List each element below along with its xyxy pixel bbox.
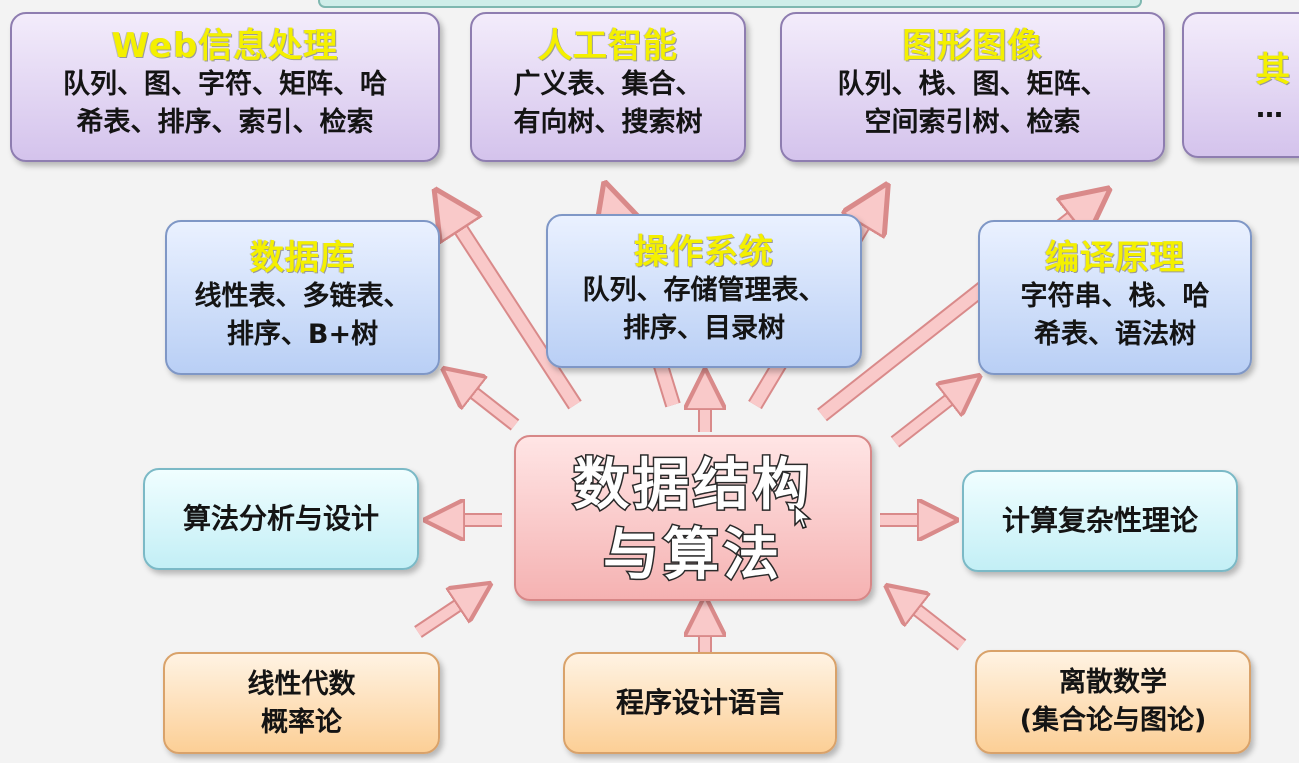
box-complexity-theory: 计算复杂性理论 [962, 470, 1238, 572]
box-line: 线性代数 [247, 669, 356, 700]
mouse-cursor-icon [794, 505, 812, 529]
box-ai: 人工智能 广义表、集合、 有向树、搜索树 [470, 12, 746, 162]
box-line: 离散数学 [1059, 667, 1167, 698]
box-line: 空间索引树、检索 [864, 107, 1081, 138]
box-programming-language: 程序设计语言 [563, 652, 837, 754]
box-line: 队列、存储管理表、 [582, 275, 826, 306]
box-title: 其 [1256, 50, 1291, 90]
center-title-line2: 与算法 [602, 522, 783, 590]
arrow-from-discrete-math [898, 595, 967, 651]
box-line: 排序、目录树 [623, 313, 785, 344]
box-line: 概率论 [261, 707, 342, 738]
box-line: 有向树、搜索树 [513, 107, 703, 138]
box-web-processing: Web信息处理 队列、图、字符、矩阵、哈 希表、排序、索引、检索 [10, 12, 440, 162]
box-database: 数据库 线性表、多链表、 排序、B+树 [165, 220, 440, 375]
box-graphics: 图形图像 队列、栈、图、矩阵、 空间索引树、检索 [780, 12, 1165, 162]
box-compiler: 编译原理 字符串、栈、哈 希表、语法树 [978, 220, 1252, 375]
box-title: 数据库 [250, 238, 355, 278]
box-title: Web信息处理 [111, 26, 339, 66]
box-other: 其 … [1182, 12, 1299, 158]
box-linear-algebra: 线性代数 概率论 [163, 652, 440, 754]
box-title: 人工智能 [538, 26, 678, 66]
box-line: 希表、语法树 [1034, 319, 1196, 350]
box-label: 程序设计语言 [615, 686, 784, 719]
box-line: 队列、栈、图、矩阵、 [837, 69, 1108, 100]
arrow-to-database [455, 378, 520, 431]
box-line: 希表、排序、索引、检索 [76, 107, 374, 138]
box-line: 字符串、栈、哈 [1020, 281, 1210, 312]
box-label: 计算复杂性理论 [1001, 504, 1198, 537]
box-line: (集合论与图论) [1019, 705, 1207, 736]
box-algorithm-design: 算法分析与设计 [143, 468, 419, 570]
arrow-from-linear-algebra [414, 592, 478, 638]
box-discrete-math: 离散数学 (集合论与图论) [975, 650, 1251, 754]
box-label: 算法分析与设计 [182, 502, 379, 535]
box-title: 图形图像 [902, 26, 1043, 66]
center-title-line1: 数据结构 [572, 452, 813, 520]
box-line: … [1256, 93, 1283, 124]
arrow-to-web [445, 205, 582, 410]
box-title: 编译原理 [1045, 238, 1185, 278]
box-line: 队列、图、字符、矩阵、哈 [63, 69, 387, 100]
box-line: 排序、B+树 [226, 319, 379, 350]
center-data-structures: 数据结构 与算法 [514, 435, 872, 601]
box-title: 操作系统 [634, 232, 774, 272]
box-line: 线性表、多链表、 [194, 281, 411, 312]
box-os: 操作系统 队列、存储管理表、 排序、目录树 [546, 214, 862, 368]
arrow-to-compiler [890, 385, 968, 448]
top-partial-box [318, 0, 1142, 8]
box-line: 广义表、集合、 [513, 69, 703, 100]
